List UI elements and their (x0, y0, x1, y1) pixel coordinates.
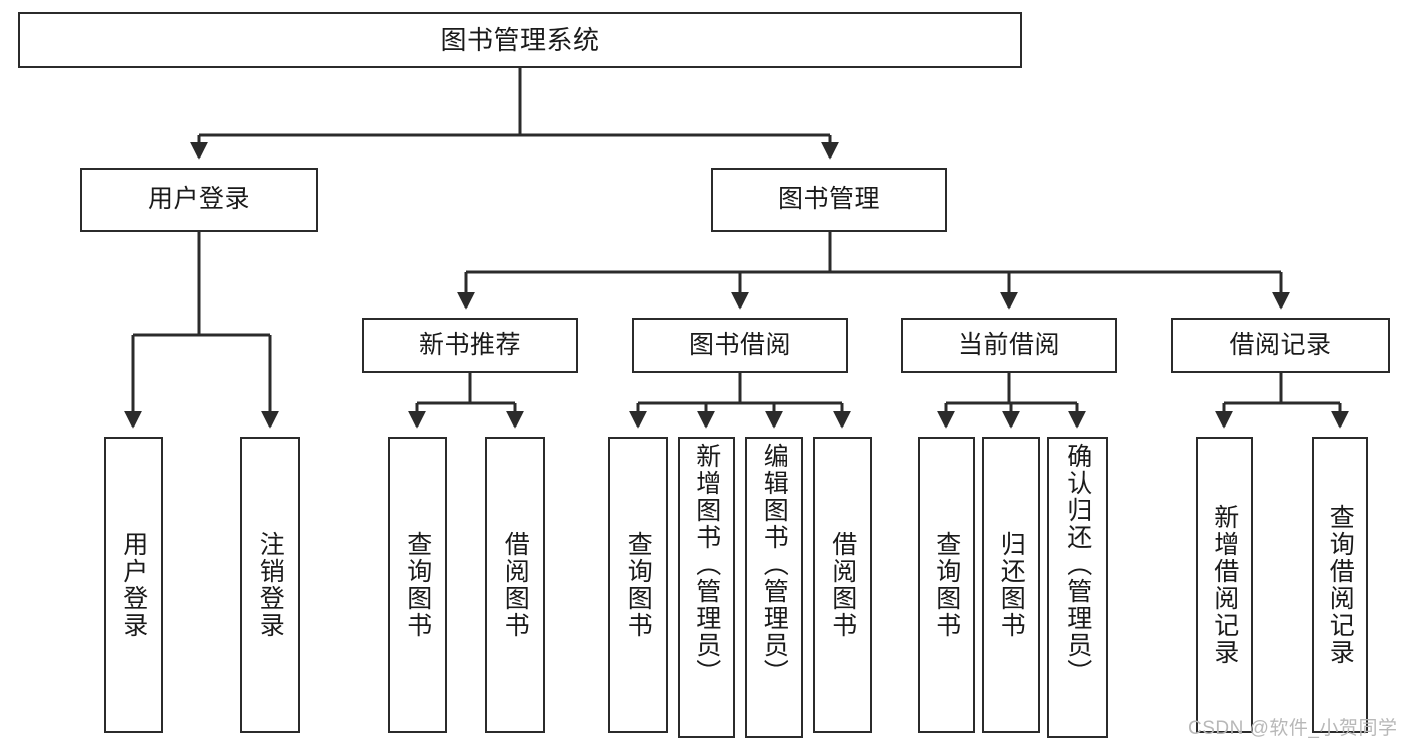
leaf-add-book-admin[interactable]: 新增图书（管理员） (678, 437, 735, 738)
leaf-query-book-borrow[interactable]: 查询图书 (608, 437, 668, 733)
leaf-edit-book-admin-label: 编辑图书（管理员） (760, 443, 789, 686)
node-user-login[interactable]: 用户登录 (80, 168, 318, 232)
leaf-edit-book-admin[interactable]: 编辑图书（管理员） (745, 437, 803, 738)
leaf-borrow-book-recommend-label: 借阅图书 (501, 531, 530, 639)
leaf-confirm-return-admin-label: 确认归还（管理员） (1063, 443, 1092, 686)
leaf-borrow-book[interactable]: 借阅图书 (813, 437, 872, 733)
node-current-borrow[interactable]: 当前借阅 (901, 318, 1117, 373)
leaf-query-book-current-label: 查询图书 (932, 531, 961, 639)
node-borrow-record-label: 借阅记录 (1229, 330, 1332, 359)
node-book-borrow-label: 图书借阅 (688, 330, 791, 359)
leaf-borrow-book-recommend[interactable]: 借阅图书 (485, 437, 545, 733)
leaf-return-book-label: 归还图书 (997, 531, 1026, 639)
node-book-management-label: 图书管理 (777, 185, 880, 214)
leaf-add-book-admin-label: 新增图书（管理员） (692, 443, 721, 686)
node-book-management[interactable]: 图书管理 (711, 168, 947, 232)
node-borrow-record[interactable]: 借阅记录 (1171, 318, 1390, 373)
node-new-book-recommend-label: 新书推荐 (418, 330, 521, 359)
leaf-borrow-book-label: 借阅图书 (828, 531, 857, 639)
node-book-borrow[interactable]: 图书借阅 (632, 318, 848, 373)
leaf-query-borrow-record[interactable]: 查询借阅记录 (1312, 437, 1368, 733)
leaf-add-borrow-record-label: 新增借阅记录 (1210, 504, 1239, 666)
leaf-return-book[interactable]: 归还图书 (982, 437, 1040, 733)
leaf-query-book-recommend-label: 查询图书 (403, 531, 432, 639)
leaf-user-login[interactable]: 用户登录 (104, 437, 163, 733)
node-root[interactable]: 图书管理系统 (18, 12, 1022, 68)
leaf-user-login-label: 用户登录 (119, 531, 148, 639)
node-current-borrow-label: 当前借阅 (957, 330, 1060, 359)
node-new-book-recommend[interactable]: 新书推荐 (362, 318, 578, 373)
leaf-logout[interactable]: 注销登录 (240, 437, 300, 733)
leaf-query-book-recommend[interactable]: 查询图书 (388, 437, 447, 733)
leaf-query-book-current[interactable]: 查询图书 (918, 437, 975, 733)
node-user-login-label: 用户登录 (147, 185, 250, 214)
watermark: CSDN @软件_小贺同学 (1188, 718, 1398, 739)
leaf-query-book-borrow-label: 查询图书 (624, 531, 653, 639)
leaf-logout-label: 注销登录 (256, 531, 285, 639)
leaf-query-borrow-record-label: 查询借阅记录 (1326, 504, 1355, 666)
leaf-confirm-return-admin[interactable]: 确认归还（管理员） (1047, 437, 1108, 738)
leaf-add-borrow-record[interactable]: 新增借阅记录 (1196, 437, 1253, 733)
node-root-label: 图书管理系统 (440, 24, 600, 55)
